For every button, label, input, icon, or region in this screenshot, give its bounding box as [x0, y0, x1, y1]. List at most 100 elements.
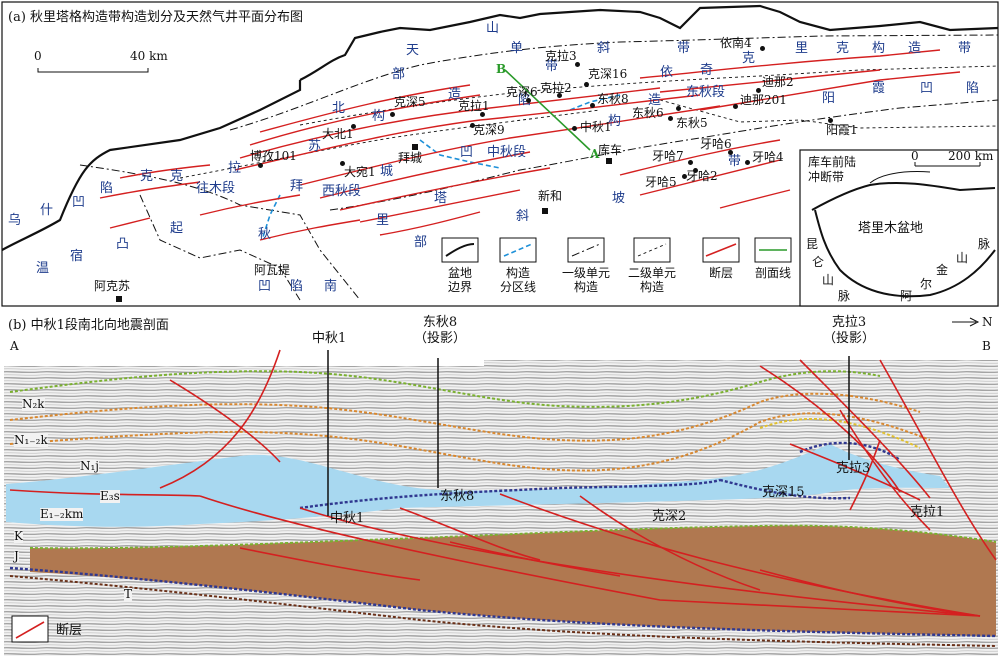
city-kuche: 库车 — [598, 143, 623, 157]
section-end-b: B — [982, 339, 991, 353]
well-label: 大宛1 — [344, 165, 376, 179]
well-dongqiu8: 东秋8 （投影） — [414, 316, 466, 345]
region-label: 南 — [324, 279, 338, 294]
region-label: 拜 — [290, 179, 304, 194]
well-label: 克拉3 — [545, 49, 577, 63]
inset-basin: 塔里木盆地 — [858, 221, 924, 236]
segment-east: 东秋段 — [686, 85, 726, 100]
region-label: 凹 — [72, 195, 86, 210]
inset-altun: 脉 — [978, 237, 991, 251]
seismic-legend-fault: 断层 — [56, 623, 83, 638]
inset-title-line: 冲断带 — [808, 170, 845, 184]
region-label: 陷 — [290, 279, 304, 294]
inset-altun: 山 — [956, 251, 969, 265]
region-label: 陷 — [966, 81, 980, 96]
well-label: 大北1 — [322, 127, 354, 141]
seismic-faults — [9, 349, 997, 617]
segment-wangmu: 往木段 — [196, 181, 236, 196]
inset-title-line: 库车前陆 — [808, 155, 857, 169]
map-panel: (a) 秋里塔格构造带构造划分及天然气井平面分布图 0 40 km 山 天 单 … — [0, 0, 1000, 310]
region-label: 部 — [392, 67, 406, 82]
legend-line: 构造 — [639, 280, 664, 294]
structure-zhongqiu1: 中秋1 — [330, 511, 365, 526]
well-dongqiu8-note: （投影） — [414, 331, 467, 346]
region-label: 陷 — [518, 93, 532, 108]
region-label: 克 — [140, 169, 154, 184]
structure-keshen15: 克深15 — [762, 485, 805, 500]
well-label: 牙哈2 — [686, 169, 718, 183]
well-label: 迪那201 — [740, 93, 787, 107]
legend-structure-zone: 构造 分区线 — [492, 266, 544, 294]
region-label: 带 — [677, 41, 691, 56]
region-label: 塔 — [434, 191, 448, 206]
well-kela3: 克拉3 （投影） — [823, 316, 875, 345]
inset-scale-end: 200 km — [948, 149, 994, 163]
structure-keshen2: 克深2 — [652, 509, 687, 524]
well-kela3-note: （投影） — [823, 331, 876, 346]
legend-second-order: 二级单元 构造 — [624, 266, 680, 294]
inset-kunlun: 山 — [822, 273, 835, 287]
segment-west: 西秋段 — [322, 184, 362, 199]
segment-middle: 中秋段 — [487, 145, 527, 160]
well-label: 东秋6 — [632, 106, 664, 120]
region-label: 造 — [908, 41, 922, 56]
inset-kunlun: 昆 — [806, 237, 819, 251]
stratum-e12km: E₁₋₂km — [40, 507, 84, 521]
region-label: 部 — [414, 235, 428, 250]
well-label: 迪那2 — [762, 75, 794, 89]
region-label: 斜 — [597, 41, 611, 56]
region-label: 带 — [728, 154, 742, 169]
legend-first-order: 一级单元 构造 — [558, 266, 614, 294]
legend-line: 边界 — [447, 280, 472, 294]
region-label: 天 — [406, 43, 420, 58]
region-label: 凹 — [258, 279, 272, 294]
well-label: 克深5 — [394, 95, 426, 109]
legend-line: 盆地 — [447, 266, 472, 280]
region-label: 构 — [872, 41, 886, 56]
region-label: 霞 — [872, 81, 886, 96]
structure-kela1: 克拉1 — [910, 505, 945, 520]
inset-altun: 金 — [936, 263, 949, 277]
region-label: 里 — [795, 41, 809, 56]
north-label: N — [982, 315, 993, 329]
region-label: 克 — [170, 169, 184, 184]
city-baicheng: 拜城 — [398, 151, 423, 165]
legend-line: 构造 — [573, 280, 598, 294]
region-label: 造 — [648, 93, 662, 108]
well-label: 阳霞1 — [826, 123, 858, 137]
stratum-n2k: N₂k — [22, 397, 45, 411]
region-label: 坡 — [612, 191, 626, 206]
stratum-j: J — [14, 549, 19, 563]
region-label: 陷 — [100, 181, 114, 196]
inset-scale-start: 0 — [911, 149, 919, 163]
city-marker — [116, 296, 122, 302]
region-label: 克 — [742, 51, 756, 66]
stratum-e3s: E₃s — [100, 489, 120, 503]
region-label: 里 — [376, 213, 390, 228]
section-end-a: A — [10, 339, 19, 353]
fault-lines — [99, 49, 961, 241]
region-label: 城 — [380, 164, 394, 179]
legend-fault: 断层 — [708, 266, 733, 280]
region-label: 带 — [958, 41, 972, 56]
well-label: 牙哈6 — [700, 137, 732, 151]
legend-basin-boundary: 盆地 边界 — [442, 266, 478, 294]
section-b: B — [496, 62, 507, 76]
city-akesu: 阿克苏 — [94, 279, 131, 293]
region-label: 什 — [40, 203, 54, 218]
stratum-n1j: N₁j — [80, 459, 100, 473]
region-label: 构 — [372, 109, 386, 124]
basin-boundary-line — [299, 4, 999, 81]
segment-qiu: 秋 — [258, 227, 272, 242]
well-zhongqiu1: 中秋1 — [312, 331, 347, 346]
inset-title: 库车前陆 冲断带 — [808, 156, 856, 184]
region-label: 奇 — [700, 63, 714, 78]
region-label: 山 — [486, 21, 500, 36]
well-dongqiu8-name: 东秋8 — [422, 315, 458, 330]
map-title: (a) 秋里塔格构造带构造划分及天然气井平面分布图 — [8, 10, 304, 25]
seismic-panel: (b) 中秋1段南北向地震剖面 A B N 中秋1 东秋8 （投影） 克拉3 （… — [0, 310, 1000, 656]
inset-altun: 尔 — [920, 277, 933, 291]
legend-line: 二级单元 — [627, 266, 676, 280]
region-label: 凹 — [920, 81, 934, 96]
stratum-n12k: N₁₋₂k — [14, 433, 48, 447]
